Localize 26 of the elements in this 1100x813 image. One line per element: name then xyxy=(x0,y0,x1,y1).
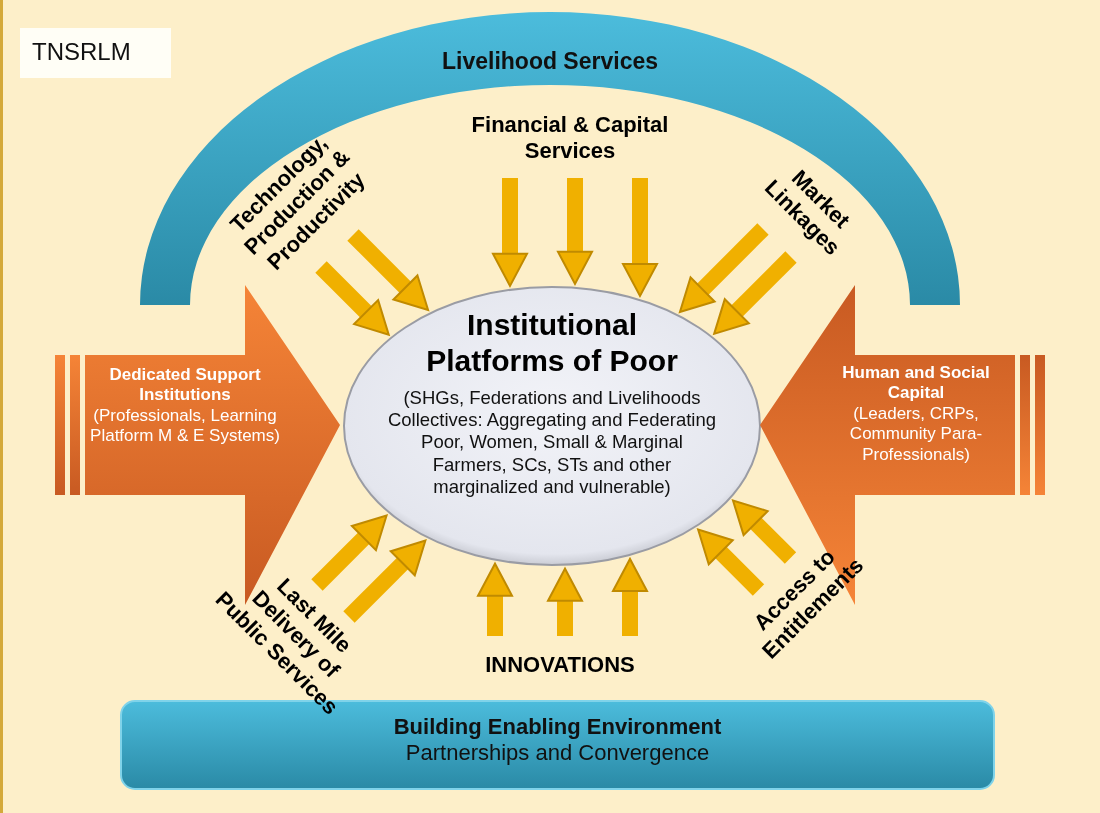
node-description: (Leaders, CRPs, Community Para-Professionals) xyxy=(848,403,984,465)
node-title: Human and Social Capital xyxy=(841,363,991,404)
arrow xyxy=(713,251,797,335)
arrow xyxy=(697,528,765,596)
node-label: INNOVATIONS xyxy=(484,652,636,679)
arrow xyxy=(477,562,513,636)
arrow xyxy=(557,178,593,285)
arrow xyxy=(678,223,769,314)
arrow xyxy=(347,229,430,312)
arrow xyxy=(622,178,658,297)
node-title: Livelihood Services xyxy=(441,48,659,76)
arrow xyxy=(547,567,583,636)
node-title: Building Enabling Environment xyxy=(392,714,723,741)
node-description: Partnerships and Convergence xyxy=(404,740,711,767)
arrow xyxy=(732,499,797,564)
node-description: (Professionals, Learning Platform M & E Systems) xyxy=(90,405,280,447)
node-title: Dedicated Support Institutions xyxy=(108,365,262,406)
arrow xyxy=(612,557,648,636)
arrow xyxy=(315,261,390,336)
header-label: TNSRLM xyxy=(20,28,171,78)
node-description: (SHGs, Federations and Livelihoods Collectives: Aggregating and Federating Poor, Women, Small & Marginal Farmers, SCs, STs and other marginalized and vulnerable) xyxy=(386,387,718,498)
arrow xyxy=(343,539,427,623)
node-label: Financial & Capital Services xyxy=(470,112,670,165)
node-title: Institutional Platforms of Poor xyxy=(425,307,679,379)
arrow xyxy=(492,178,528,287)
arrow xyxy=(311,514,388,591)
